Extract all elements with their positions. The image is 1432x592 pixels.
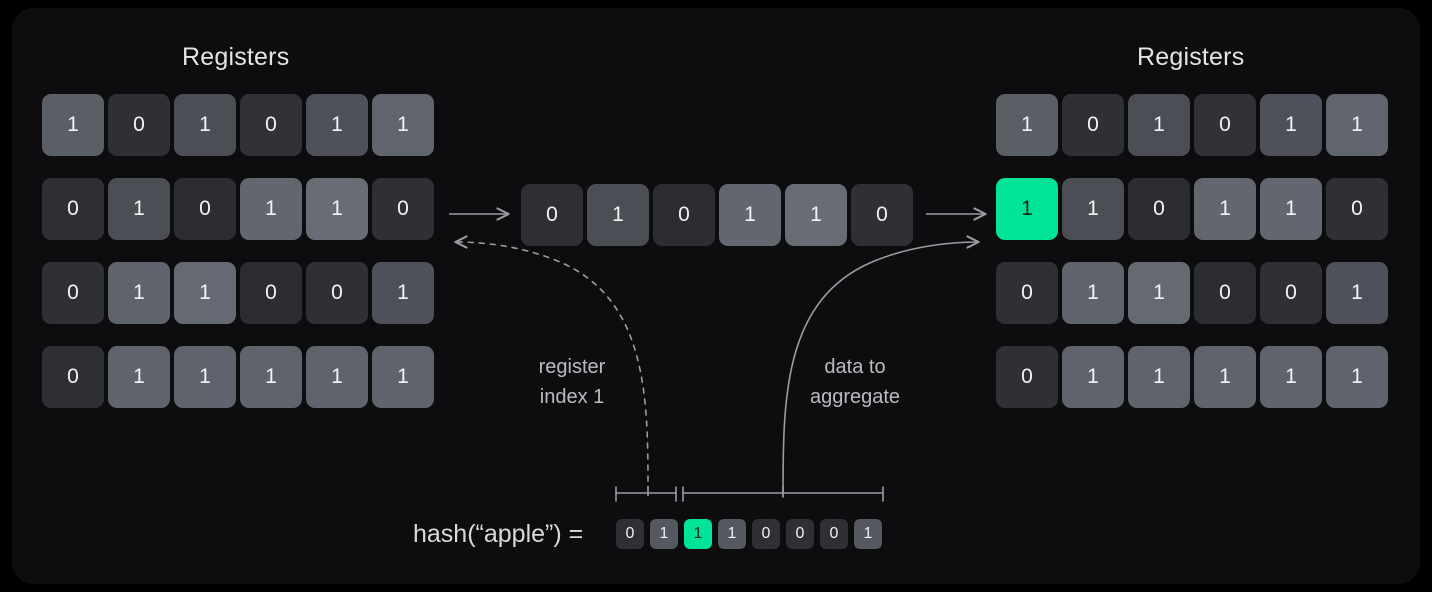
hash-bit[interactable]: 0 xyxy=(820,519,848,549)
hash-bit[interactable]: 1 xyxy=(854,519,882,549)
right-register-cell[interactable]: 1 xyxy=(1128,94,1190,156)
register-index-line-2: index 1 xyxy=(539,386,605,408)
left-register-cell[interactable]: 1 xyxy=(174,262,236,324)
left-panel-title: Registers xyxy=(182,43,290,71)
right-register-cell[interactable]: 1 xyxy=(1062,346,1124,408)
hash-bit[interactable]: 1 xyxy=(684,519,712,549)
left-register-cell[interactable]: 1 xyxy=(108,262,170,324)
right-register-cell[interactable]: 0 xyxy=(1062,94,1124,156)
right-register-cell[interactable]: 1 xyxy=(1194,178,1256,240)
left-register-cell[interactable]: 0 xyxy=(306,262,368,324)
right-register-cell[interactable]: 1 xyxy=(1326,346,1388,408)
left-register-cell[interactable]: 1 xyxy=(174,94,236,156)
left-register-cell[interactable]: 1 xyxy=(306,346,368,408)
right-register-cell[interactable]: 0 xyxy=(996,262,1058,324)
extracted-register-cell[interactable]: 0 xyxy=(521,184,583,246)
extracted-register-cell[interactable]: 0 xyxy=(851,184,913,246)
right-register-cell[interactable]: 1 xyxy=(1260,94,1322,156)
left-register-cell[interactable]: 0 xyxy=(42,346,104,408)
right-register-cell[interactable]: 1 xyxy=(1260,346,1322,408)
extracted-register-cell[interactable]: 1 xyxy=(587,184,649,246)
right-register-cell[interactable]: 0 xyxy=(1128,178,1190,240)
hash-bit[interactable]: 0 xyxy=(616,519,644,549)
left-register-cell[interactable]: 1 xyxy=(240,178,302,240)
left-register-cell[interactable]: 1 xyxy=(42,94,104,156)
hash-bit[interactable]: 0 xyxy=(752,519,780,549)
hash-bit[interactable]: 0 xyxy=(786,519,814,549)
data-to-aggregate-annotation: data to aggregate xyxy=(776,352,934,412)
extracted-register-cell[interactable]: 0 xyxy=(653,184,715,246)
left-register-cell[interactable]: 0 xyxy=(240,262,302,324)
left-register-cell[interactable]: 1 xyxy=(174,346,236,408)
left-register-cell[interactable]: 0 xyxy=(42,178,104,240)
right-register-cell[interactable]: 1 xyxy=(1260,178,1322,240)
right-register-cell[interactable]: 1 xyxy=(1194,346,1256,408)
right-register-cell[interactable]: 1 xyxy=(1062,178,1124,240)
right-register-cell[interactable]: 1 xyxy=(996,94,1058,156)
left-register-cell[interactable]: 1 xyxy=(306,94,368,156)
right-register-cell[interactable]: 0 xyxy=(1194,262,1256,324)
right-register-cell[interactable]: 0 xyxy=(1260,262,1322,324)
left-register-cell[interactable]: 1 xyxy=(372,262,434,324)
extracted-register-cell[interactable]: 1 xyxy=(719,184,781,246)
right-register-cell[interactable]: 0 xyxy=(1326,178,1388,240)
aggregate-line-1: data to xyxy=(824,356,886,378)
aggregate-line-2: aggregate xyxy=(809,386,901,408)
hash-bit[interactable]: 1 xyxy=(650,519,678,549)
left-register-cell[interactable]: 0 xyxy=(108,94,170,156)
left-register-cell[interactable]: 1 xyxy=(108,178,170,240)
left-register-cell[interactable]: 0 xyxy=(174,178,236,240)
right-register-cell[interactable]: 1 xyxy=(996,178,1058,240)
left-register-cell[interactable]: 1 xyxy=(240,346,302,408)
extracted-register-cell[interactable]: 1 xyxy=(785,184,847,246)
left-register-cell[interactable]: 0 xyxy=(240,94,302,156)
left-register-cell[interactable]: 1 xyxy=(372,94,434,156)
left-register-cell[interactable]: 1 xyxy=(372,346,434,408)
hash-bit[interactable]: 1 xyxy=(718,519,746,549)
left-register-cell[interactable]: 1 xyxy=(108,346,170,408)
left-register-cell[interactable]: 0 xyxy=(42,262,104,324)
hash-expression-label: hash(“apple”) = xyxy=(413,520,584,548)
right-register-cell[interactable]: 0 xyxy=(1194,94,1256,156)
register-index-line-1: register xyxy=(538,356,606,378)
right-register-cell[interactable]: 1 xyxy=(1326,262,1388,324)
right-register-cell[interactable]: 1 xyxy=(1128,346,1190,408)
right-panel-title: Registers xyxy=(1137,43,1245,71)
right-register-cell[interactable]: 1 xyxy=(1326,94,1388,156)
left-register-cell[interactable]: 1 xyxy=(306,178,368,240)
register-index-annotation: register index 1 xyxy=(493,352,651,412)
left-register-cell[interactable]: 0 xyxy=(372,178,434,240)
right-register-cell[interactable]: 1 xyxy=(1062,262,1124,324)
right-register-cell[interactable]: 1 xyxy=(1128,262,1190,324)
right-register-cell[interactable]: 0 xyxy=(996,346,1058,408)
